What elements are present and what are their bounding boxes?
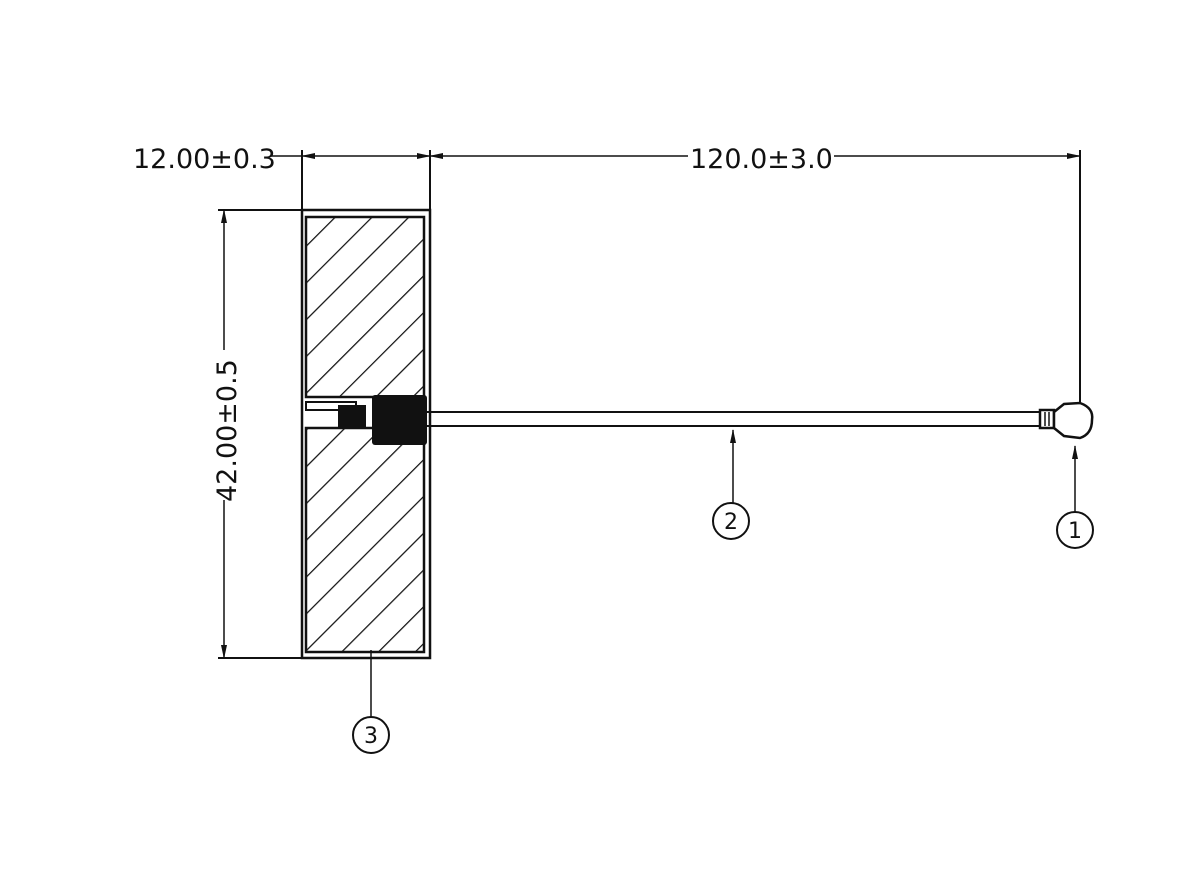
antenna-body <box>300 208 432 660</box>
height-dimension-label: 42.00±0.5 <box>212 359 243 502</box>
callout-cable: 2 <box>712 429 750 540</box>
length-dimension-label: 120.0±3.0 <box>690 144 833 175</box>
width-dimension: 12.00±0.3 <box>133 144 431 210</box>
callout-connector: 1 <box>1056 445 1094 549</box>
cable <box>427 411 1042 427</box>
feed-pad-small <box>338 405 366 429</box>
height-dimension: 42.00±0.5 <box>210 209 302 659</box>
callout-cable-number: 2 <box>724 510 738 535</box>
width-dimension-label: 12.00±0.3 <box>133 144 276 175</box>
connector <box>1038 401 1094 440</box>
callout-connector-number: 1 <box>1068 519 1082 544</box>
feed-pad-large <box>372 395 427 445</box>
callout-antenna-body-number: 3 <box>364 724 378 749</box>
length-dimension: 120.0±3.0 <box>429 140 1081 412</box>
callout-antenna-body: 3 <box>352 650 390 754</box>
